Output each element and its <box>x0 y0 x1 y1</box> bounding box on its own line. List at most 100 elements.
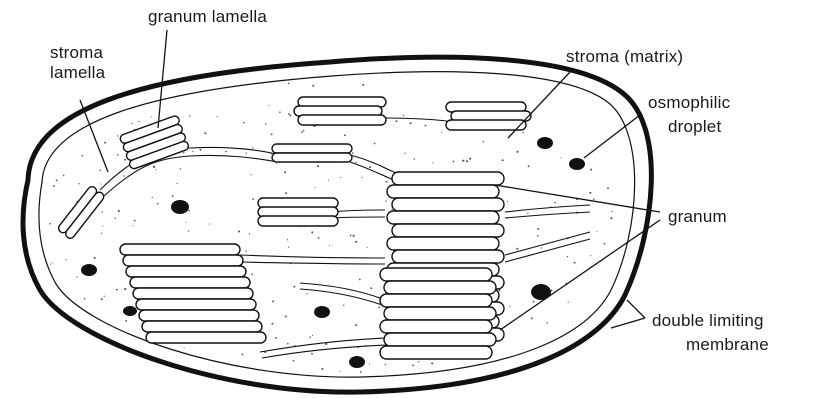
stroma-speck <box>131 123 132 124</box>
stroma-speck <box>152 197 153 198</box>
stroma-speck <box>593 198 595 200</box>
stroma-speck <box>50 264 51 265</box>
stroma-speck <box>303 130 305 132</box>
stroma-speck <box>522 132 523 133</box>
thylakoid-disc <box>146 332 266 343</box>
leader-osmophilic-droplet <box>584 115 640 158</box>
stroma-speck <box>132 225 133 226</box>
stroma-speck <box>288 113 290 115</box>
stroma-speck <box>329 245 330 246</box>
stroma-speck <box>268 105 269 106</box>
stroma-speck <box>78 183 79 184</box>
stroma-speck <box>251 273 253 275</box>
thylakoid-disc <box>272 153 352 162</box>
stroma-speck <box>76 276 77 277</box>
stroma-speck <box>391 209 392 210</box>
stroma-speck <box>275 337 277 339</box>
stroma-speck <box>378 306 380 308</box>
thylakoid-disc <box>392 250 504 263</box>
stroma-speck <box>343 305 344 306</box>
stroma-speck <box>204 132 206 134</box>
granum-top <box>294 97 386 125</box>
stroma-speck <box>188 230 189 231</box>
thylakoid-disc <box>380 346 492 359</box>
stroma-speck <box>102 225 103 226</box>
stroma-speck <box>101 298 103 300</box>
stroma-speck <box>238 230 240 232</box>
thylakoid-disc <box>298 115 386 125</box>
stroma-speck <box>527 212 529 214</box>
stroma-speck <box>288 83 290 85</box>
granum-mid-left <box>272 144 352 162</box>
thylakoid-disc <box>258 216 338 226</box>
leader-membrane-b <box>611 318 645 328</box>
stroma-speck <box>84 298 86 300</box>
thylakoid-disc <box>130 277 250 288</box>
stroma-speck <box>590 255 591 256</box>
thylakoid-disc <box>272 144 352 153</box>
stroma-speck <box>360 371 362 373</box>
thylakoid-disc <box>384 333 496 346</box>
stroma-speck <box>312 335 313 336</box>
leader-granum-a <box>495 185 660 212</box>
stroma-speck <box>100 169 102 171</box>
thylakoid-disc <box>139 310 259 321</box>
stroma-speck <box>301 131 303 133</box>
stroma-speck <box>156 169 157 170</box>
stroma-speck <box>386 181 388 183</box>
stroma-speck <box>547 322 548 323</box>
thylakoid-disc <box>387 211 499 224</box>
thylakoid-disc <box>380 320 492 333</box>
stroma-speck <box>362 84 364 86</box>
thylakoid-disc <box>384 281 496 294</box>
thylakoid-disc <box>387 185 499 198</box>
stroma-speck <box>403 115 404 116</box>
stroma-speck <box>432 162 433 163</box>
stroma-speck <box>287 343 289 345</box>
stroma-speck <box>567 256 568 257</box>
stroma-speck <box>53 185 55 187</box>
thylakoid-disc <box>142 321 262 332</box>
granum-central-lower <box>380 268 496 359</box>
stroma-speck <box>125 320 127 322</box>
stroma-speck <box>246 152 247 153</box>
stroma-speck <box>124 288 126 290</box>
stroma-speck <box>431 362 433 364</box>
stroma-speck <box>425 125 427 127</box>
stroma-speck <box>123 175 125 177</box>
stroma-speck <box>101 233 102 234</box>
stroma-speck <box>568 302 569 303</box>
stroma-speck <box>312 85 314 87</box>
grana <box>57 97 531 359</box>
stroma-speck <box>311 231 313 233</box>
stroma-speck <box>369 363 370 364</box>
stroma-speck <box>189 115 190 116</box>
stroma-speck <box>507 201 508 202</box>
leader-stroma-lamella <box>80 100 108 172</box>
granum-mid <box>258 198 338 226</box>
stroma-speck <box>242 353 244 355</box>
stroma-speck <box>370 287 372 289</box>
stroma-speck <box>374 143 376 145</box>
osmophilic-droplet <box>314 306 330 318</box>
stroma-speck <box>186 222 187 223</box>
leader-granum-lamella <box>158 30 167 128</box>
stroma-speck <box>183 152 184 153</box>
stroma-speck <box>271 323 273 325</box>
stroma-speck <box>537 228 539 230</box>
stroma-speck <box>117 154 119 156</box>
label-granum: granum <box>668 207 727 226</box>
stroma-speck <box>502 159 504 161</box>
stroma-speck <box>325 343 327 345</box>
stroma-speck <box>317 165 319 167</box>
stroma-speck <box>531 317 533 319</box>
stroma-speck <box>318 237 320 239</box>
stroma-speck <box>395 120 397 122</box>
stroma-speck <box>340 371 341 372</box>
stroma-speck <box>157 203 159 205</box>
stroma-speck <box>153 166 155 168</box>
stroma-speck <box>118 210 120 212</box>
stroma-speck <box>285 316 287 318</box>
stroma-speck <box>369 166 371 168</box>
